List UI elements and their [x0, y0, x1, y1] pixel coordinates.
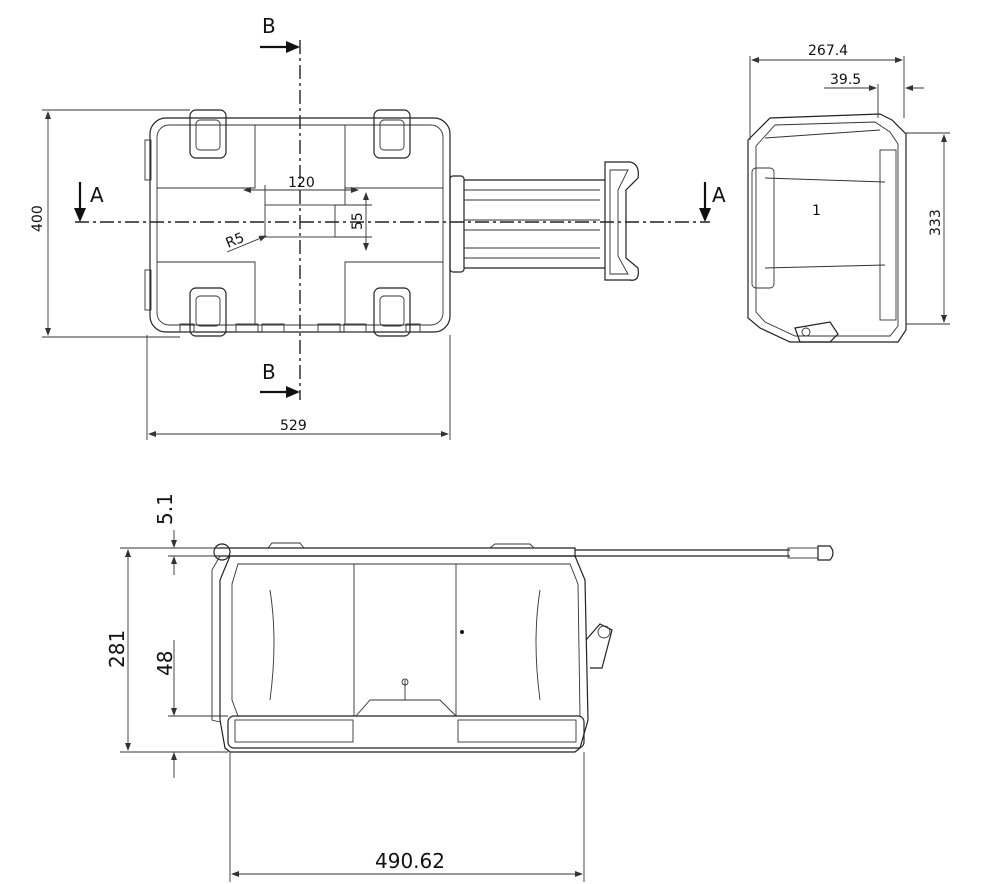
front-left-handle: [211, 555, 221, 723]
side-case-inner: [755, 121, 899, 337]
dim-490-extensions: [229, 752, 585, 882]
dim-281-label: 281: [105, 630, 129, 668]
top-view: B B A A 529 400 120 55 R5: [30, 14, 726, 440]
front-view: 5.1 281 48 490.62: [105, 493, 834, 882]
dim-267-label: 267.4: [808, 43, 848, 59]
dim-39-label: 39.5: [830, 72, 861, 88]
dim-267-extensions: [749, 56, 905, 140]
dim-333-label: 333: [928, 209, 944, 236]
front-base-center: [355, 699, 457, 717]
bottom-feet: [179, 323, 421, 333]
dim-490-label: 490.62: [375, 849, 445, 873]
front-side-handle-knob: [597, 625, 611, 639]
side-lid-line: [764, 129, 886, 269]
dim-48-label: 48: [153, 651, 177, 676]
latch-bottom-left: [189, 287, 227, 337]
front-base: [227, 715, 585, 749]
front-dividers: [353, 564, 457, 716]
side-handle: [751, 167, 775, 289]
section-a-left-label: A: [90, 183, 104, 207]
side-view: 1 267.4 39.5 333: [747, 43, 950, 343]
trolley-handle: [449, 161, 639, 281]
left-hinge-2: [144, 269, 152, 311]
front-lid-bumps: [267, 542, 535, 549]
section-b-top-label: B: [262, 14, 276, 38]
latch-bottom-right: [373, 287, 411, 337]
side-wheel-hub: [801, 327, 811, 337]
dim-529-extensions: [146, 335, 451, 440]
front-trolley-grip: [787, 547, 819, 559]
side-center-mark: 1: [812, 203, 821, 219]
front-trolley-end: [817, 545, 834, 561]
section-b-bottom-label: B: [262, 360, 276, 384]
front-side-handle: [585, 623, 613, 669]
dim-5-extensions: [168, 547, 220, 557]
side-wheel: [794, 321, 839, 343]
front-hinge-left: [213, 543, 231, 561]
section-a-right-label: A: [712, 183, 726, 207]
dim-400-label: 400: [30, 205, 46, 232]
dim-529-label: 529: [280, 418, 307, 434]
front-base-foot-right: [457, 719, 577, 743]
dim-55-label: 55: [350, 212, 366, 230]
front-ribs: [269, 589, 541, 701]
front-body-outline: [219, 555, 589, 753]
dim-120-label: 120: [288, 175, 315, 191]
front-center-dot: [460, 630, 464, 634]
dim-r5-leader: [226, 235, 267, 253]
left-hinge: [144, 139, 152, 181]
front-trolley-rod: [575, 549, 790, 557]
side-latch-area: [879, 149, 897, 321]
side-case-outline: [747, 113, 907, 343]
label-plate: [264, 204, 336, 238]
dim-5-label: 5.1: [153, 493, 177, 525]
dim-333-extensions: [906, 132, 950, 325]
dim-400-extensions: [42, 109, 190, 338]
front-body-inner: [231, 563, 581, 717]
front-base-pin-head: [401, 678, 409, 686]
front-lid-top: [215, 547, 576, 557]
latch-top-right: [373, 109, 411, 159]
latch-top-left: [189, 109, 227, 159]
dim-r5-label: R5: [224, 230, 247, 252]
front-base-foot-left: [234, 719, 354, 743]
